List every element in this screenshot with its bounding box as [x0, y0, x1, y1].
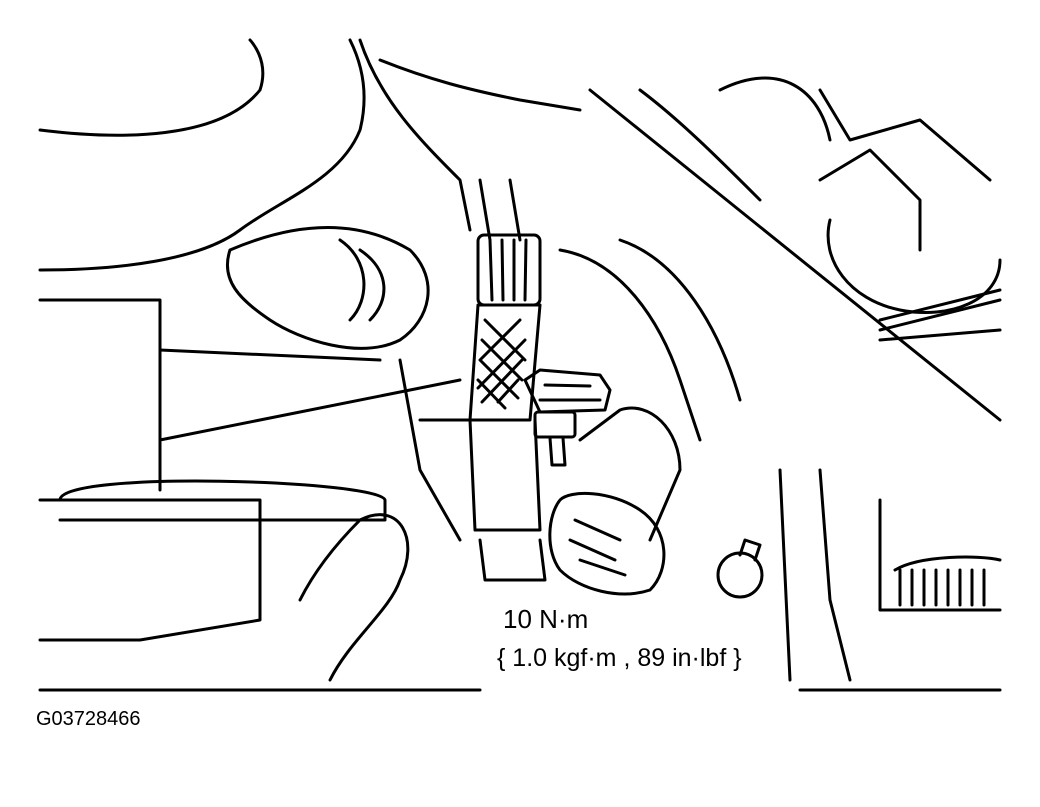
right-lower-grille	[893, 555, 1002, 607]
wrench-knurl-pattern	[476, 318, 527, 410]
right-lower-panel	[778, 468, 1002, 682]
sensor-connector-icon	[548, 406, 764, 599]
left-hose-detail	[338, 238, 386, 322]
nut-icon	[523, 368, 612, 467]
center-lower-lines	[398, 358, 472, 542]
wrench-knurled-grip	[468, 303, 542, 422]
left-frame	[38, 298, 462, 492]
torque-alt-units-label: { 1.0 kgf·m , 89 in·lbf }	[497, 644, 742, 672]
wrench-socket	[468, 418, 547, 582]
torque-value-label: 10 N·m	[503, 604, 589, 634]
figure-id-label: G03728466	[36, 708, 141, 730]
wrench-handle-top	[476, 233, 542, 307]
center-pipe	[558, 238, 742, 442]
right-pipe-lines	[878, 288, 1002, 342]
wrench-handle-ribs	[488, 238, 528, 302]
left-cylinder	[38, 479, 387, 642]
left-hose-curve	[225, 226, 430, 350]
upper-left-hose-outline	[38, 38, 366, 272]
left-lower-hose	[298, 513, 410, 682]
top-right-bracket	[588, 88, 1002, 422]
top-center-structure	[358, 38, 582, 232]
right-upper-component	[718, 76, 1002, 315]
wrench-extension-bar	[478, 178, 522, 242]
